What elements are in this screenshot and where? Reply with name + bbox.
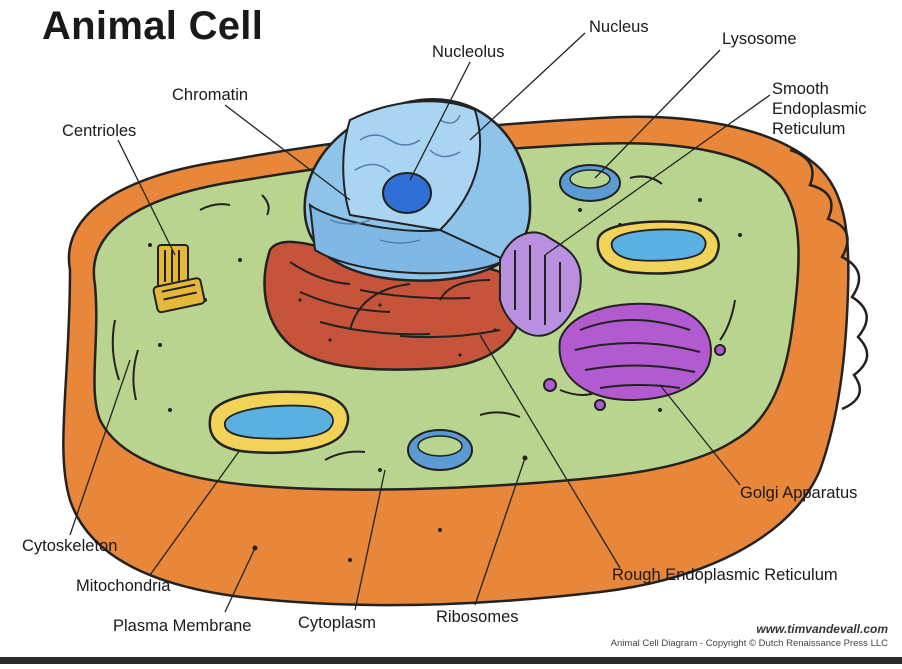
label-centrioles: Centrioles — [62, 122, 137, 140]
bottom-border — [0, 657, 902, 664]
label-mitochondria: Mitochondria — [76, 577, 171, 595]
label-chromatin: Chromatin — [172, 86, 249, 104]
membrane-wavy-edge — [789, 148, 869, 411]
smooth-er-shape — [499, 231, 582, 337]
label-smooth-er-line3: Reticulum — [772, 120, 846, 138]
nucleus-shape — [303, 98, 532, 282]
label-plasma-membrane: Plasma Membrane — [113, 617, 252, 635]
mitochondria-shapes — [208, 220, 720, 455]
credit-url: www.timvandevall.com — [756, 622, 888, 636]
golgi-apparatus-shape — [543, 302, 726, 411]
label-smooth-er-line1: Smooth — [772, 80, 829, 98]
label-golgi-apparatus: Golgi Apparatus — [740, 484, 858, 502]
label-leader-lines — [69, 32, 771, 613]
label-cytoplasm: Cytoplasm — [298, 614, 376, 632]
rough-er-ribosomes — [298, 298, 497, 357]
label-nucleus: Nucleus — [589, 18, 649, 36]
label-smooth-er-line2: Endoplasmic — [772, 100, 867, 118]
credit-copyright: Animal Cell Diagram - Copyright © Dutch … — [610, 638, 888, 649]
label-lysosome: Lysosome — [722, 30, 797, 48]
lysosome-shape — [407, 164, 621, 471]
label-ribosomes: Ribosomes — [436, 608, 519, 626]
label-nucleolus: Nucleolus — [432, 43, 505, 61]
label-rough-er: Rough Endoplasmic Reticulum — [612, 566, 838, 584]
label-cytoskeleton: Cytoskeleton — [22, 537, 118, 555]
page-title: Animal Cell — [42, 4, 264, 48]
centrioles-shape — [152, 244, 206, 314]
